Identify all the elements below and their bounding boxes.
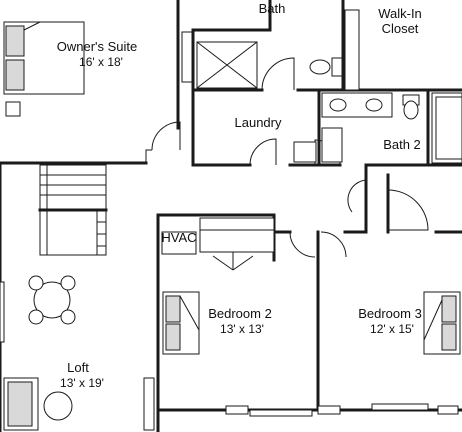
door-bath-2: [387, 189, 429, 231]
bedroom-3-label: Bedroom 3: [358, 306, 422, 321]
door-hvac-closet: [212, 250, 254, 271]
loft-size: 13' x 19': [60, 376, 104, 390]
door-bath: [261, 57, 295, 91]
bedroom-3-size: 12' x 15': [370, 322, 414, 336]
loft-table: [33, 281, 71, 319]
door-laundry: [249, 138, 277, 166]
walk-in-closet-label-1: Walk-In: [378, 6, 422, 21]
bedroom-2-label: Bedroom 2: [208, 306, 272, 321]
washer: [293, 141, 317, 163]
door-owners-suite: [151, 121, 181, 151]
toilet-bath: [331, 57, 343, 77]
loft-label: Loft: [67, 360, 89, 375]
window: [225, 405, 249, 415]
door-bedroom-3: [320, 231, 347, 258]
door-closet: [347, 179, 367, 213]
window: [371, 403, 429, 411]
bedroom-2-size: 13' x 13': [220, 322, 264, 336]
dresser-owners: [181, 31, 193, 83]
bath-label: Bath: [259, 1, 286, 16]
tub-bath-2: [431, 92, 462, 164]
hvac-label: HVAC: [161, 230, 196, 245]
hvac-unit: [161, 231, 197, 255]
window: [437, 405, 459, 415]
laundry-label: Laundry: [235, 115, 282, 130]
owners-suite-label: Owner's Suite: [57, 39, 138, 54]
fixtures: [0, 9, 462, 431]
walk-in-closet-label-2: Closet: [382, 21, 419, 36]
owners-suite-size: 16' x 18': [79, 55, 123, 69]
door-bedroom-2: [289, 231, 316, 258]
bath-2-label: Bath 2: [383, 137, 421, 152]
stairs: [39, 164, 107, 256]
window: [249, 409, 313, 417]
room-labels: Bath Walk-In Closet Owner's Suite 16' x …: [57, 1, 422, 390]
window: [317, 405, 341, 415]
